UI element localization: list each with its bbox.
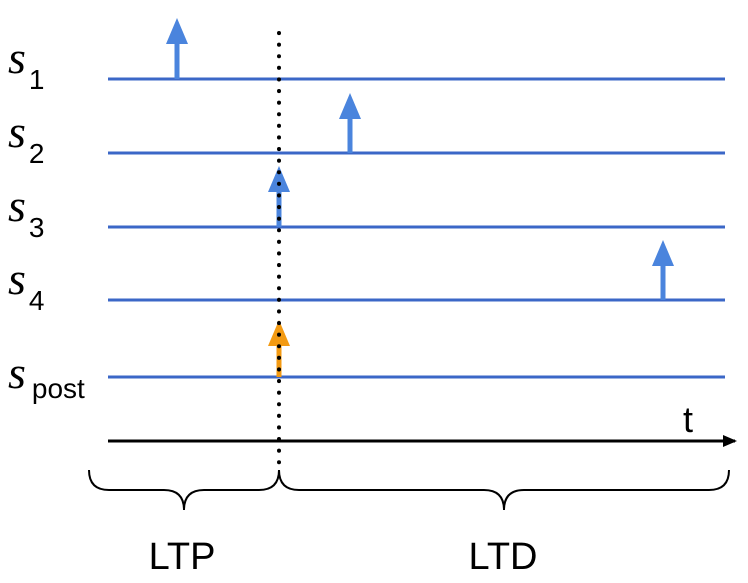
train-2-symbol: s xyxy=(8,106,26,157)
ltp-brace xyxy=(88,469,280,511)
time-axis-label: t xyxy=(683,399,693,440)
train-3-subscript: 3 xyxy=(29,212,45,243)
train-post-symbol: s xyxy=(8,347,26,398)
train-4-spike-arrow xyxy=(652,240,674,300)
train-2-subscript: 2 xyxy=(29,138,45,169)
ltd-brace xyxy=(278,469,730,511)
train-2-spike-arrow xyxy=(339,93,361,153)
svg-text:s3: s3 xyxy=(8,180,44,243)
train-1-spike-arrow xyxy=(166,18,188,79)
train-1-subscript: 1 xyxy=(29,64,45,95)
svg-text:s2: s2 xyxy=(8,106,44,169)
train-4-symbol: s xyxy=(8,253,26,304)
svg-text:s4: s4 xyxy=(8,253,44,316)
ltd-label: LTD xyxy=(469,536,538,578)
svg-text:s1: s1 xyxy=(8,32,44,95)
train-post-subscript: post xyxy=(32,373,85,404)
train-3-symbol: s xyxy=(8,180,26,231)
time-axis: t xyxy=(108,399,737,447)
train-1-symbol: s xyxy=(8,32,26,83)
train-4-subscript: 4 xyxy=(29,285,45,316)
ltp-label: LTP xyxy=(149,536,216,578)
